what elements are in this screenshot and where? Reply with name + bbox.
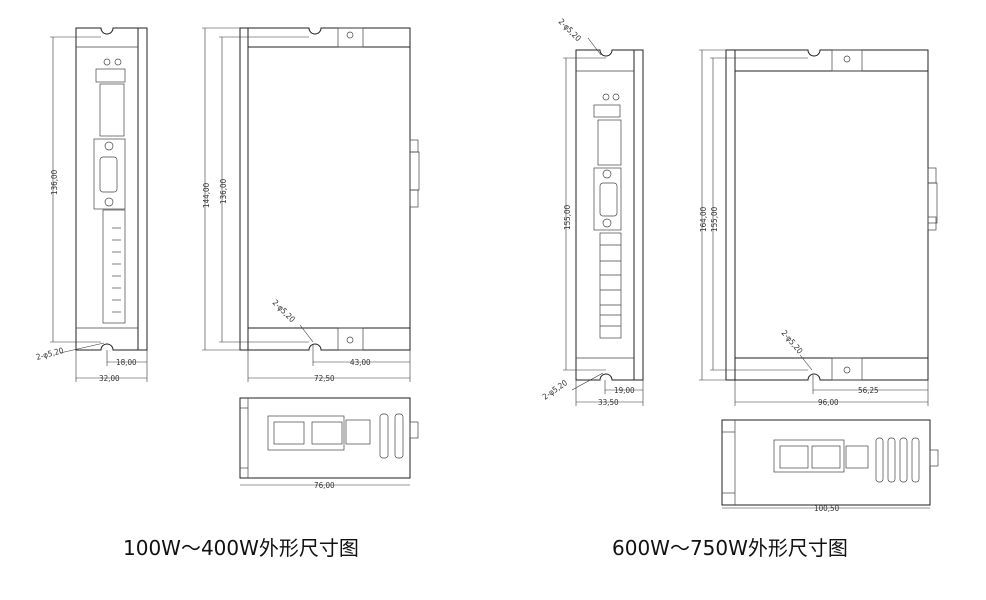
dim-total-height: 164,00 — [699, 206, 708, 232]
small-side-view — [239, 27, 420, 351]
small-front-view — [75, 27, 148, 351]
dim-depth: 96,00 — [818, 398, 839, 407]
large-bottom-width: 100,50 — [814, 504, 840, 513]
large-bottom-view — [721, 419, 939, 506]
dim-height: 155,00 — [563, 204, 572, 230]
dim-hole-offset: 19,00 — [614, 386, 635, 395]
large-side-view — [725, 49, 938, 381]
small-bottom-width: 76,00 — [314, 481, 335, 490]
large-front-view — [575, 49, 644, 381]
hole-label-top: 2-φ5,20 — [557, 17, 583, 43]
large-front-dimensions: 155,00 19,00 33,50 2-φ5,20 2-φ5,20 — [541, 17, 644, 407]
dim-total-height: 144,00 — [202, 182, 211, 208]
dim-depth: 72,50 — [314, 374, 335, 383]
dim-hole-pitch: 155,00 — [710, 206, 719, 232]
dim-height: 136,00 — [50, 169, 59, 195]
hole-label: 2-φ5,20 — [271, 298, 297, 324]
small-bottom-view — [239, 397, 419, 479]
large-side-dimensions: 164,00 155,00 56,25 96,00 2-φ5,20 — [699, 49, 929, 407]
dim-hole-offset: 43,00 — [350, 358, 371, 367]
hole-label: 2-φ5,20 — [779, 329, 804, 357]
dim-hole-offset: 18,00 — [116, 358, 137, 367]
small-front-dimensions: 136,00 18,00 32,00 2-φ5,20 — [35, 36, 148, 383]
hole-label-bottom: 2-φ5,20 — [541, 378, 569, 402]
small-side-dimensions: 144,00 136,00 43,00 72,50 2-φ5,20 — [202, 27, 411, 383]
hole-label: 2-φ5,20 — [35, 346, 65, 362]
small-model-caption: 100W～400W外形尺寸图 — [123, 536, 359, 560]
large-model-caption: 600W～750W外形尺寸图 — [612, 536, 848, 560]
dim-hole-offset: 56,25 — [858, 386, 879, 395]
dim-width: 33,50 — [598, 398, 619, 407]
dim-width: 32,00 — [99, 374, 120, 383]
dim-hole-pitch: 136,00 — [219, 178, 228, 204]
